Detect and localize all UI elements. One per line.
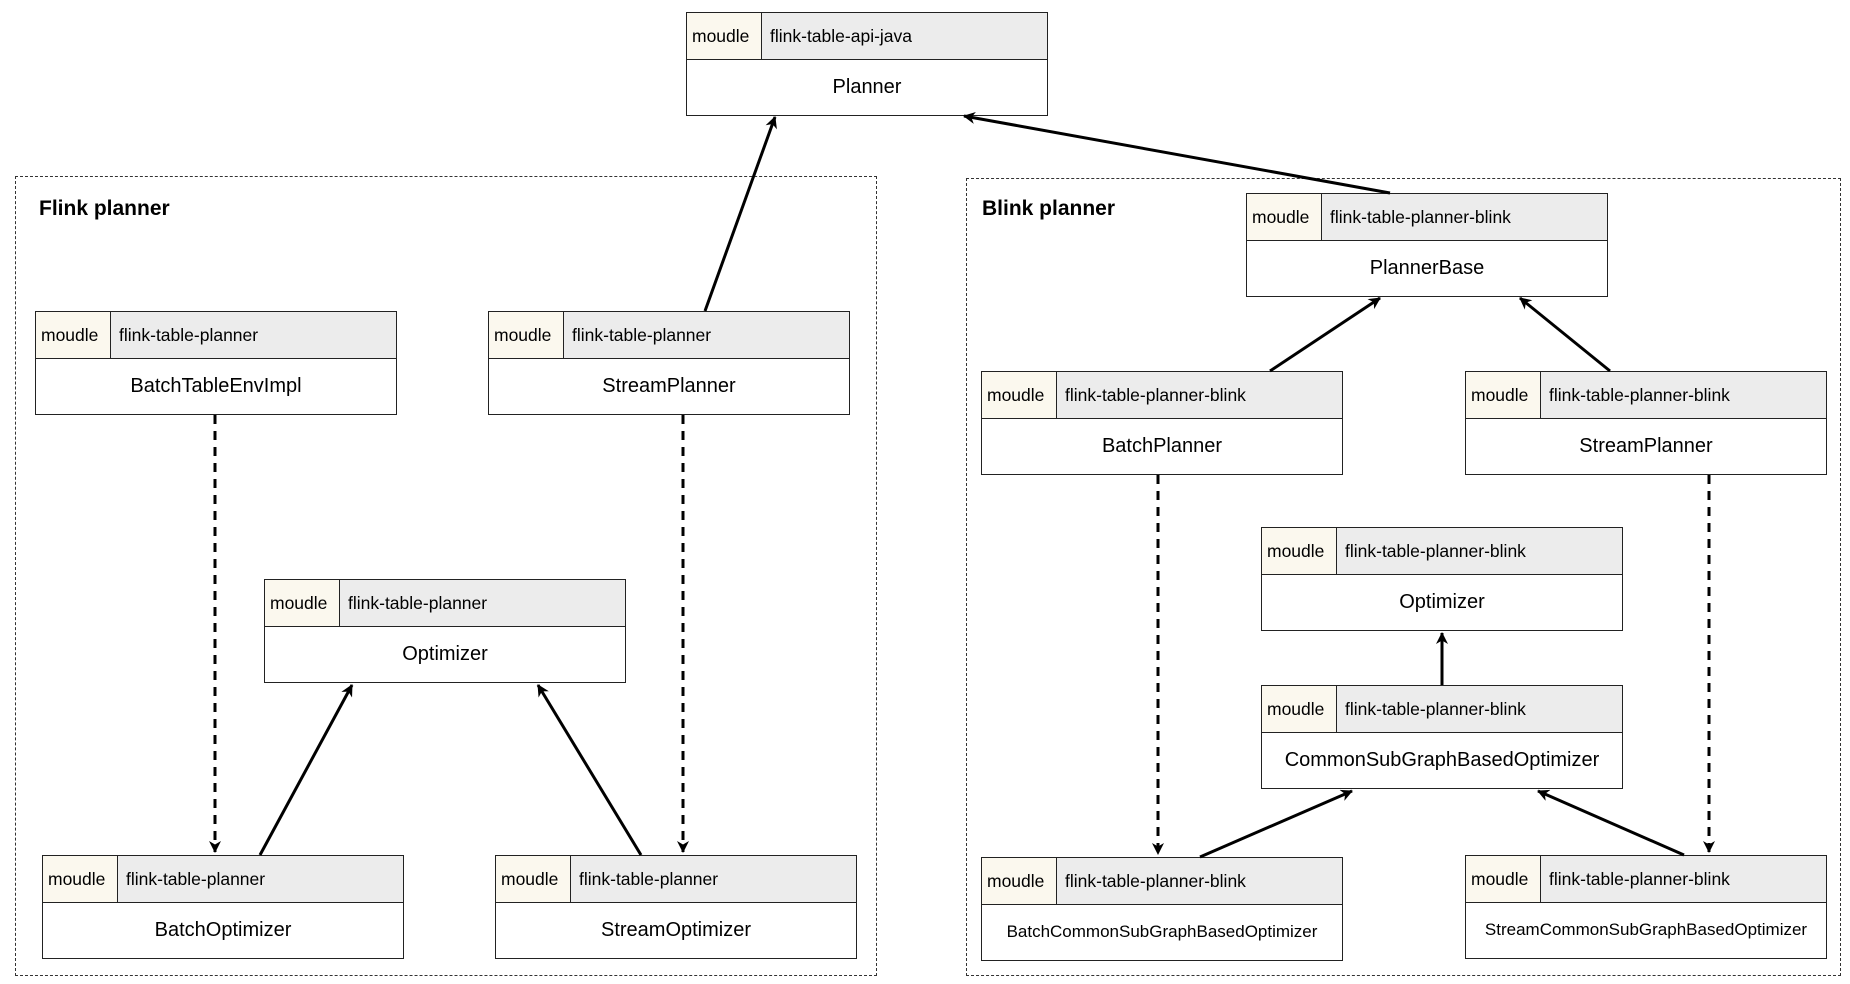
edge-planner-base-to-planner [963,112,1391,195]
edge-stream-common-to-common [1537,789,1685,857]
module-name: flink-table-planner-blink [1337,528,1622,574]
module-name: flink-table-api-java [762,13,1047,59]
module-name: flink-table-planner-blink [1337,686,1622,732]
class-name: CommonSubGraphBasedOptimizer [1284,748,1600,771]
module-name: flink-table-planner [111,312,396,358]
module-tag: moudle [1466,372,1541,418]
class-name: PlannerBase [1369,256,1485,279]
module-name: flink-table-planner-blink [1541,856,1826,902]
module-tag: moudle [1466,856,1541,902]
class-name: Optimizer [402,642,488,665]
flink-planner-title: Flink planner [39,197,170,220]
class-name: StreamCommonSubGraphBasedOptimizer [1484,920,1808,939]
blink-planner-title: Blink planner [982,197,1116,220]
class-name: BatchOptimizer [154,918,292,941]
module-name: flink-table-planner [340,580,625,626]
module-tag: moudle [496,856,571,902]
edge-batch-optimizer-to-optimizer [258,684,354,856]
flink-planner-group [15,176,877,976]
module-tag: moudle [489,312,564,358]
module-name: flink-table-planner [118,856,403,902]
module-name: flink-table-planner [564,312,849,358]
module-name: flink-table-planner-blink [1057,858,1342,904]
module-tag: moudle [982,372,1057,418]
class-name: Optimizer [1399,590,1485,613]
module-name: flink-table-planner [571,856,856,902]
class-name: BatchPlanner [1101,434,1223,457]
module-tag: moudle [982,858,1057,904]
class-name: StreamPlanner [1579,434,1713,457]
class-name: StreamPlanner [602,374,736,397]
module-tag: moudle [43,856,118,902]
module-name: flink-table-planner-blink [1541,372,1826,418]
edge-batch-common-to-common [1199,789,1353,859]
module-tag: moudle [1262,686,1337,732]
edge-stream-planner-to-planner-base [1519,296,1611,373]
class-name: BatchCommonSubGraphBasedOptimizer [1006,922,1318,941]
class-name: BatchTableEnvImpl [130,374,302,397]
module-name: flink-table-planner-blink [1322,194,1607,240]
module-tag: moudle [36,312,111,358]
edge-batch-planner-to-planner-base [1269,296,1381,373]
edge-stream-planner-to-planner [703,116,777,312]
module-tag: moudle [687,13,762,59]
class-name: Planner [832,75,902,98]
module-tag: moudle [1247,194,1322,240]
blink-planner-group [966,178,1841,976]
edge-stream-optimizer-to-optimizer [536,684,643,856]
module-tag: moudle [1262,528,1337,574]
class-name: StreamOptimizer [600,918,752,941]
module-name: flink-table-planner-blink [1057,372,1342,418]
module-tag: moudle [265,580,340,626]
